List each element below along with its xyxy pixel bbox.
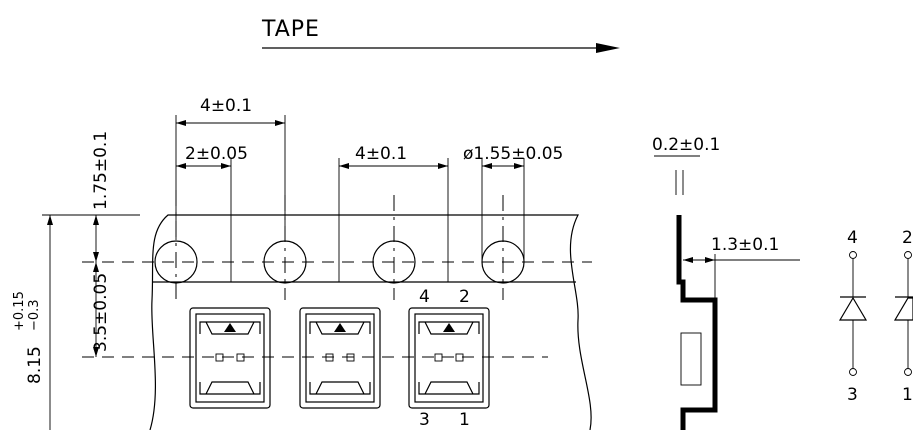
pocket-2 bbox=[299, 307, 381, 409]
dim-edge-to-hole: 1.75±0.1 bbox=[82, 131, 140, 262]
pocket-1 bbox=[189, 307, 271, 409]
dim-half-pitch: 2±0.05 bbox=[176, 144, 248, 282]
pocket-3 bbox=[408, 307, 490, 409]
diode1-pin-top: 4 bbox=[847, 228, 858, 248]
diode1-pin-bottom: 3 bbox=[847, 385, 858, 405]
diode2-pin-bottom: 1 bbox=[902, 385, 913, 405]
pocket-pin-3: 3 bbox=[419, 410, 430, 430]
tape-width-plus: +0.15 bbox=[12, 291, 27, 331]
dim-hole-diameter: ø1.55±0.05 bbox=[463, 144, 563, 262]
pocket-pin-1: 1 bbox=[459, 410, 470, 430]
pocket-pin-2: 2 bbox=[459, 287, 470, 307]
dim-tape-width: 8.15 +0.15 −0.3 bbox=[12, 214, 82, 430]
pocket-pin-4: 4 bbox=[419, 287, 430, 307]
tape-thickness-label: 0.2±0.1 bbox=[652, 135, 720, 155]
dim-pocket-depth: 1.3±0.1 bbox=[683, 235, 800, 300]
half-pitch-label: 2±0.05 bbox=[185, 144, 248, 164]
hole-diameter-label: ø1.55±0.05 bbox=[463, 144, 563, 164]
centerlines bbox=[82, 190, 592, 358]
pocket-pitch-label: 4±0.1 bbox=[355, 144, 407, 164]
tape-direction-arrow bbox=[262, 43, 620, 53]
diode-schematic-1: 4 3 bbox=[838, 228, 868, 405]
pocket-depth-label: 1.3±0.1 bbox=[711, 235, 779, 255]
diode2-pin-top: 2 bbox=[902, 228, 913, 248]
diode-schematic-2: 2 1 bbox=[893, 228, 913, 405]
dim-pocket-pitch: 4±0.1 bbox=[338, 144, 449, 282]
dim-hole-to-pocket: 3.5±0.05 bbox=[91, 262, 111, 357]
tape-width-minus: −0.3 bbox=[27, 299, 42, 331]
dim-tape-thickness: 0.2±0.1 bbox=[652, 135, 720, 195]
tape-outline bbox=[149, 214, 592, 430]
dim-sprocket-pitch: 4±0.1 bbox=[175, 96, 286, 240]
sprocket-pitch-label: 4±0.1 bbox=[200, 96, 252, 116]
edge-to-hole-label: 1.75±0.1 bbox=[91, 131, 111, 210]
tape-title: TAPE bbox=[261, 17, 320, 42]
tape-cross-section bbox=[676, 215, 718, 430]
tape-width-label: 8.15 bbox=[25, 346, 45, 384]
hole-to-pocket-label: 3.5±0.05 bbox=[91, 273, 111, 352]
